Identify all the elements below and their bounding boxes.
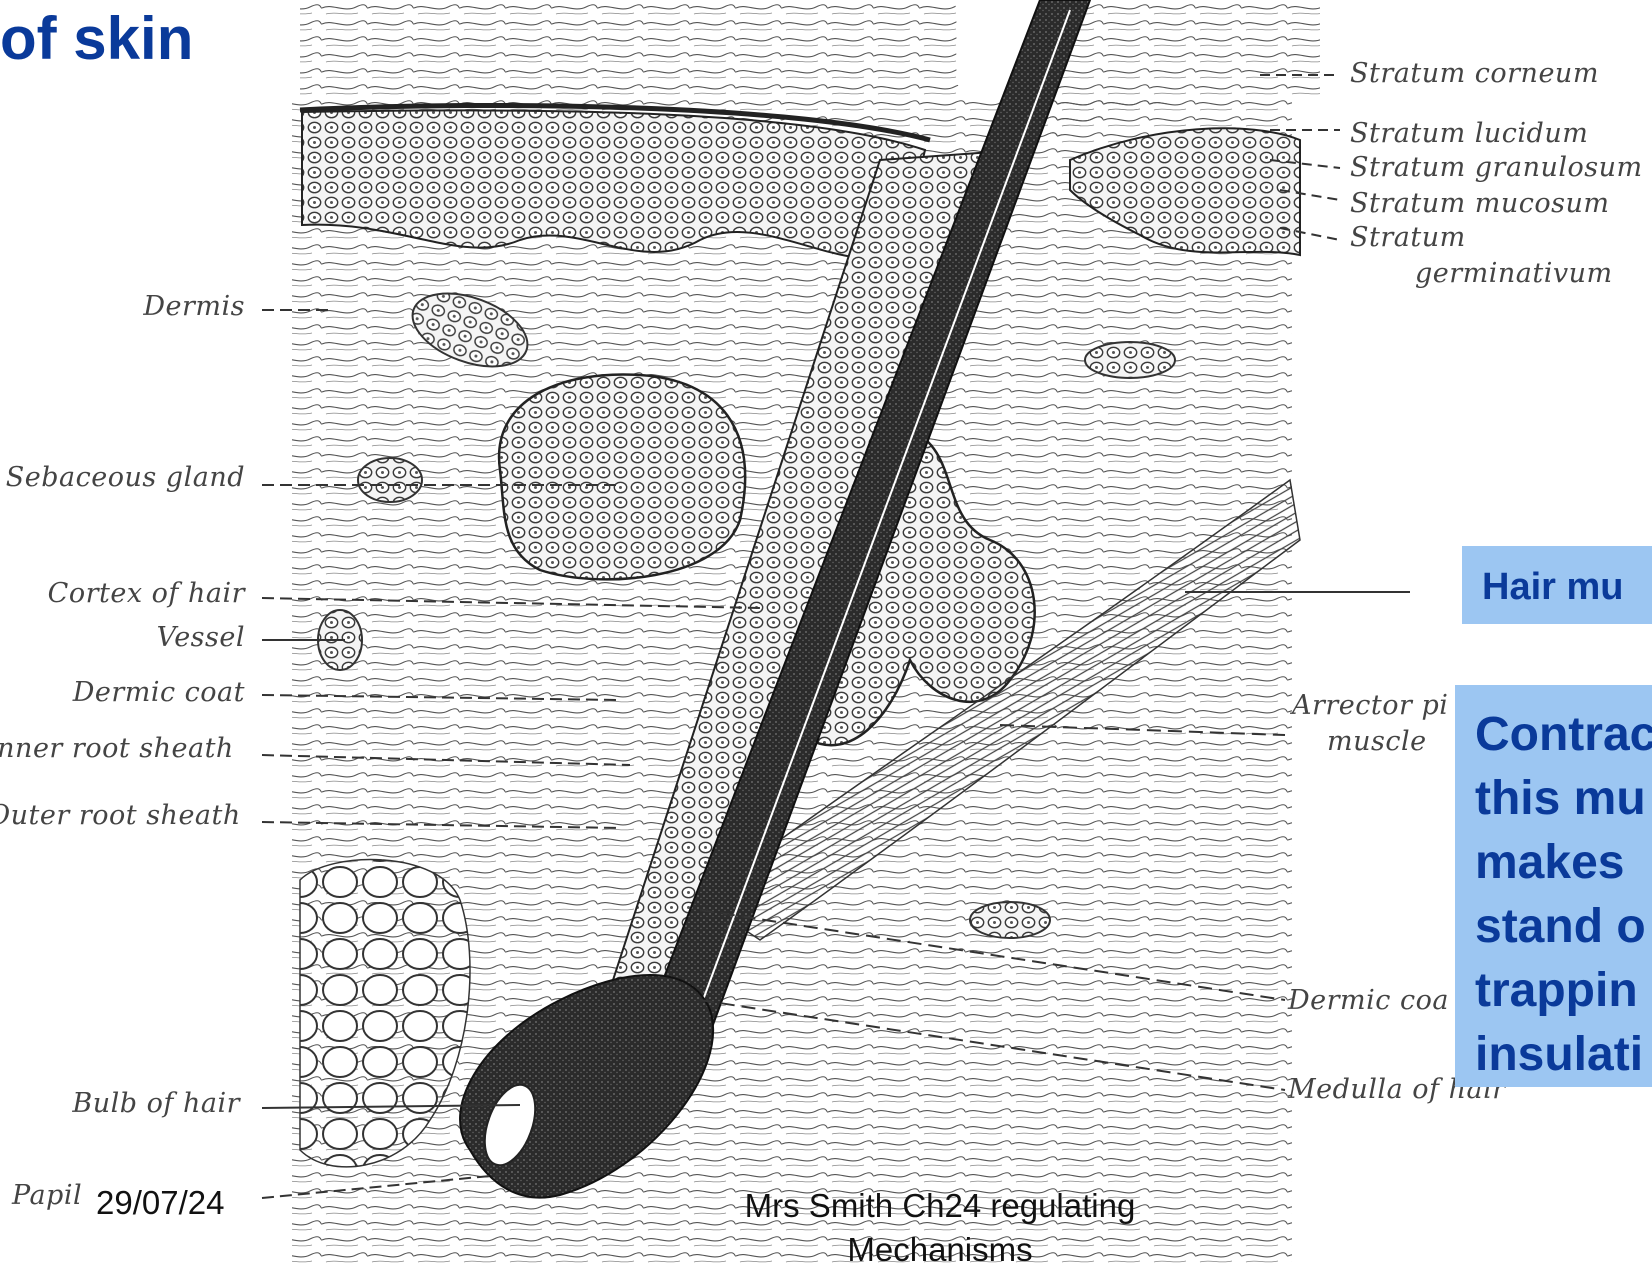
- contraction-line-5: trappin: [1475, 959, 1652, 1023]
- label-stratum-corneum: Stratum corneum: [1350, 58, 1599, 89]
- label-stratum-germinativum-line1: Stratum: [1350, 222, 1466, 253]
- contraction-line-1: Contrac: [1475, 703, 1652, 767]
- label-inner-root-sheath: Inner root sheath: [0, 733, 234, 764]
- hair-muscle-callout: Hair mu: [1462, 546, 1652, 624]
- contraction-line-2: this mu: [1475, 767, 1652, 831]
- label-stratum-granulosum: Stratum granulosum: [1350, 152, 1643, 183]
- label-papilla: Papil: [12, 1180, 82, 1211]
- label-dermic-coat-left: Dermic coat: [20, 677, 245, 708]
- label-stratum-germinativum-line2: germinativum: [1415, 258, 1613, 289]
- contraction-line-6: insulati: [1475, 1023, 1652, 1087]
- label-arrector-pili-line2: muscle: [1327, 726, 1427, 757]
- footer-caption: Mrs Smith Ch24 regulating Mechanisms: [700, 1184, 1180, 1268]
- sebaceous-gland-left: [499, 374, 745, 579]
- footer-date: 29/07/24: [96, 1184, 224, 1222]
- label-sebaceous-gland: Sebaceous gland: [0, 462, 245, 493]
- label-stratum-lucidum: Stratum lucidum: [1350, 118, 1588, 149]
- contraction-line-3: makes: [1475, 831, 1652, 895]
- label-stratum-mucosum: Stratum mucosum: [1350, 188, 1610, 219]
- label-outer-root-sheath: Outer root sheath: [0, 800, 241, 831]
- label-dermis: Dermis: [60, 291, 245, 322]
- label-bulb-of-hair: Bulb of hair: [20, 1088, 240, 1119]
- contraction-callout: Contrac this mu makes stand o trappin in…: [1455, 685, 1652, 1087]
- label-vessel: Vessel: [60, 622, 245, 653]
- label-cortex-of-hair: Cortex of hair: [20, 578, 245, 609]
- slide-title: of skin: [0, 4, 193, 73]
- contraction-line-4: stand o: [1475, 895, 1652, 959]
- hair-muscle-callout-text: Hair mu: [1482, 566, 1623, 608]
- label-arrector-pili-line1: Arrector pi: [1292, 690, 1448, 721]
- label-dermic-coat-right: Dermic coa: [1288, 985, 1449, 1016]
